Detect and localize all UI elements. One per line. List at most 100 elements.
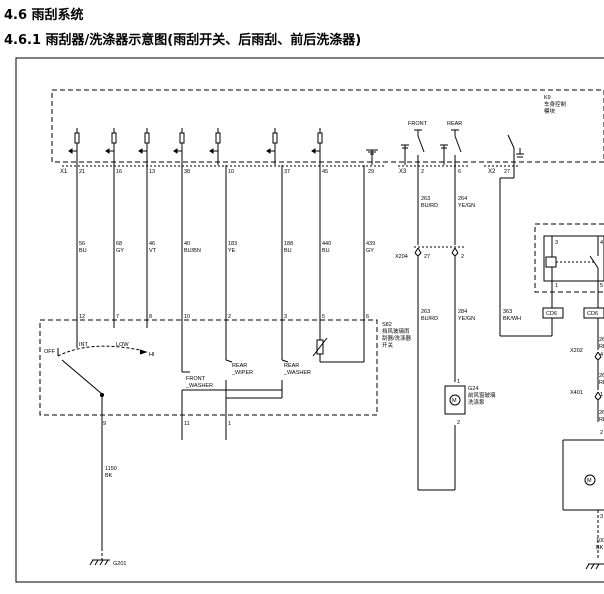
x202-label: X202 [570, 348, 583, 354]
wires-to-switch [76, 165, 365, 348]
bcm-pin-3: 13 [149, 169, 155, 175]
relay-front-label: FRONT [408, 121, 428, 127]
bcm-pin-5: 10 [228, 169, 234, 175]
bcm-pin-1: 21 [79, 169, 85, 175]
wire1-num: 56 [79, 241, 85, 247]
right-w1-col: RD [599, 344, 604, 350]
switch-label-4: 开关 [382, 341, 394, 349]
switch-pin-11: 11 [184, 421, 190, 427]
x204-label: X204 [395, 254, 408, 260]
pump-label-1: G24 [468, 386, 478, 392]
bcm-ground-symbol [366, 149, 378, 165]
mid-wire2-col: YE/GN [458, 316, 475, 322]
bcm-input-5 [209, 128, 221, 165]
bcm-x2-output [507, 134, 524, 165]
pos-low: LOW [116, 342, 129, 348]
ground-circuit [89, 420, 227, 566]
switch-pin-2: 2 [228, 314, 231, 320]
front-washer-1: FRONT [186, 376, 206, 382]
rear-wiper-motor-letter: M [587, 478, 592, 484]
rear-washer-2: _WASHER [283, 370, 311, 376]
switch-pin-3: 3 [284, 314, 287, 320]
x3-wires [414, 165, 466, 491]
switch-box [39, 319, 378, 416]
switch-pin-8: 8 [149, 314, 152, 320]
x2-wire [499, 165, 553, 337]
bcm-input-1 [68, 128, 80, 165]
relay-front [401, 129, 425, 165]
right-pin-after: 2 [600, 430, 603, 436]
wire5-col: YE [228, 248, 236, 254]
wire1-col: BU [79, 248, 87, 254]
rear-wiper-1: REAR [232, 363, 247, 369]
ground-wire-num: 1150 [105, 466, 117, 472]
x3-wire2-col: YE/GN [458, 203, 475, 209]
mid-wire1-num: 263 [421, 309, 430, 315]
relay-contact [589, 255, 599, 269]
x2-pin: 27 [504, 169, 510, 175]
x2-label: X2 [488, 169, 496, 175]
bcm-pin-2: 16 [116, 169, 122, 175]
cd6-label-a: CD6 [546, 311, 557, 317]
mid-wire1-col: BU/RD [421, 316, 438, 322]
cd6-label-b: CD6 [587, 311, 598, 317]
wire2-col: GY [116, 248, 124, 254]
wire2-num: 68 [116, 241, 122, 247]
relay-pin-1: 1 [555, 283, 558, 289]
switch-pin-12: 12 [79, 314, 85, 320]
rear-wiper-2: _WIPER [231, 370, 253, 376]
bcm-input-6 [266, 128, 278, 165]
right-ground-num: 100 [596, 538, 604, 544]
bcm-input-3 [138, 128, 150, 165]
x3-wire1-col: BU/RD [421, 203, 438, 209]
pump-box [444, 385, 466, 415]
pump-pin-bottom: 2 [457, 420, 460, 426]
wire6-num: 188 [284, 241, 293, 247]
right-pin-x202: 4 [600, 352, 603, 358]
wire4-num: 40 [184, 241, 190, 247]
x401-label: X401 [570, 390, 583, 396]
switch-pin-5: 5 [322, 314, 325, 320]
x204-pin-b: 2 [461, 254, 464, 260]
right-pin-x401: 1 [600, 392, 603, 398]
switch-contacts [57, 328, 365, 420]
relay-pin-3: 3 [555, 240, 558, 246]
right-module-box [534, 223, 604, 293]
x3-pin-2: 6 [458, 169, 461, 175]
pump-motor-letter: M [452, 398, 457, 404]
bcm-label-2: 车身控制 [544, 100, 567, 108]
wire8-col: GY [366, 248, 374, 254]
switch-pin-1: 1 [228, 421, 231, 427]
bcm-pin-6: 37 [284, 169, 290, 175]
bcm-label-1: K9 [544, 95, 551, 101]
right-column [562, 318, 604, 570]
diagram-frame [15, 57, 604, 583]
pos-hi: HI [149, 352, 155, 358]
right-motor-pin: 3 [600, 514, 603, 520]
figure-title: 4.6.1 雨刮器/洗涤器示意图(雨刮开关、后雨刮、前后洗涤器) [4, 33, 362, 48]
wire3-col: VT [149, 248, 157, 254]
cd6-connector-b [583, 307, 604, 319]
switch-label-3: 刮器/洗涤器 [382, 334, 412, 342]
switch-pin-9: 9 [103, 421, 106, 427]
bcm-label-3: 模块 [544, 107, 556, 115]
wire6-col: BU [284, 248, 292, 254]
right-w2-col: RD [599, 380, 604, 386]
bcm-input-7 [311, 128, 323, 165]
x3-wire1-num: 263 [421, 196, 430, 202]
cd6-connector-a [542, 307, 564, 319]
wire7-num: 440 [322, 241, 331, 247]
ground-label: G201 [113, 561, 126, 567]
switch-label-2: 挡风玻璃雨 [382, 327, 410, 335]
bcm-input-2 [105, 128, 117, 165]
bcm-input-4 [173, 128, 185, 165]
relay-pin-4: 4 [600, 240, 603, 246]
pump-pin-top: 1 [457, 379, 460, 385]
bcm-x1-inputs [68, 128, 378, 165]
right-w3-col: RD [599, 417, 604, 423]
right-w3-num: 26 [599, 410, 604, 416]
wire7-col: BU [322, 248, 330, 254]
x3-pin-1: 2 [421, 169, 424, 175]
wire8-num: 439 [366, 241, 375, 247]
